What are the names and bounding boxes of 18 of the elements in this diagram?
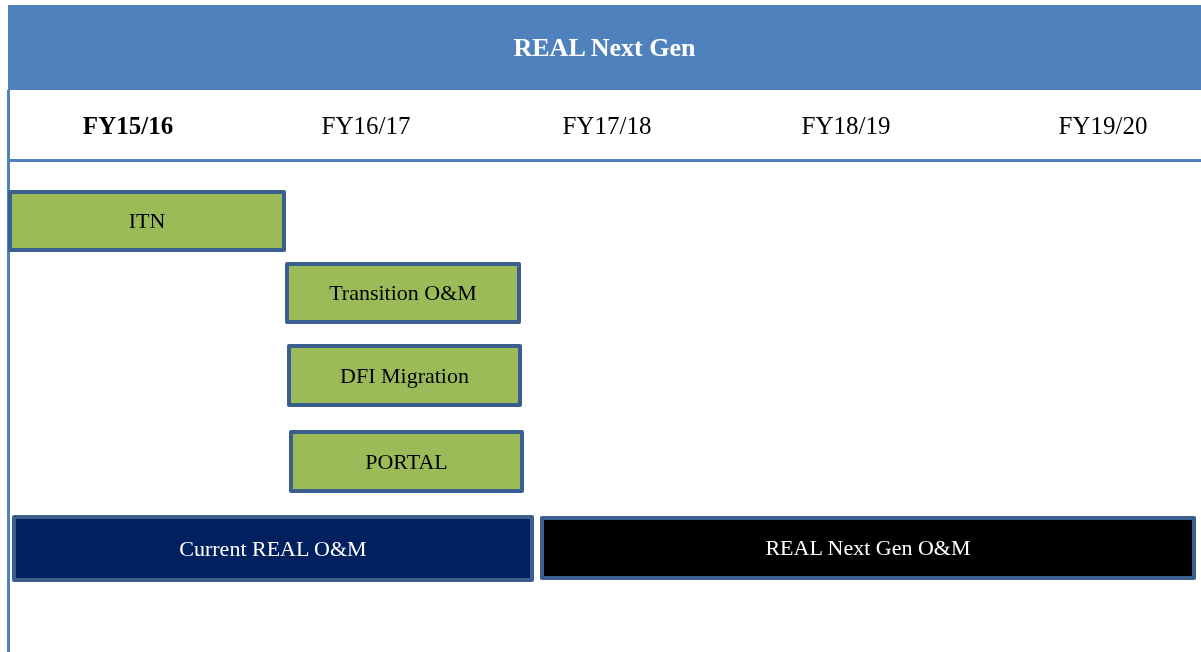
timeline-bar: [8, 190, 286, 252]
fiscal-year-label: FY17/18: [562, 112, 652, 140]
bar-label: ITN: [128, 208, 166, 234]
bar-label: DFI Migration: [340, 362, 469, 389]
timeline-bar: [285, 262, 521, 324]
timeline-bar: [540, 516, 1196, 580]
bar-label: PORTAL: [365, 448, 448, 475]
timeline-bar: [289, 430, 524, 493]
bar-label: Current REAL O&M: [179, 535, 367, 562]
fiscal-year-label: FY18/19: [801, 112, 891, 140]
title: REAL Next Gen: [513, 32, 696, 63]
bar-label: REAL Next Gen O&M: [765, 535, 971, 561]
bar-label: Transition O&M: [329, 280, 477, 306]
fiscal-year-label: FY16/17: [321, 112, 411, 140]
fiscal-year-label: FY15/16: [82, 112, 174, 140]
fiscal-year-label: FY19/20: [1058, 112, 1148, 140]
timeline-bar: [12, 515, 534, 582]
timeline-bar: [287, 344, 522, 407]
